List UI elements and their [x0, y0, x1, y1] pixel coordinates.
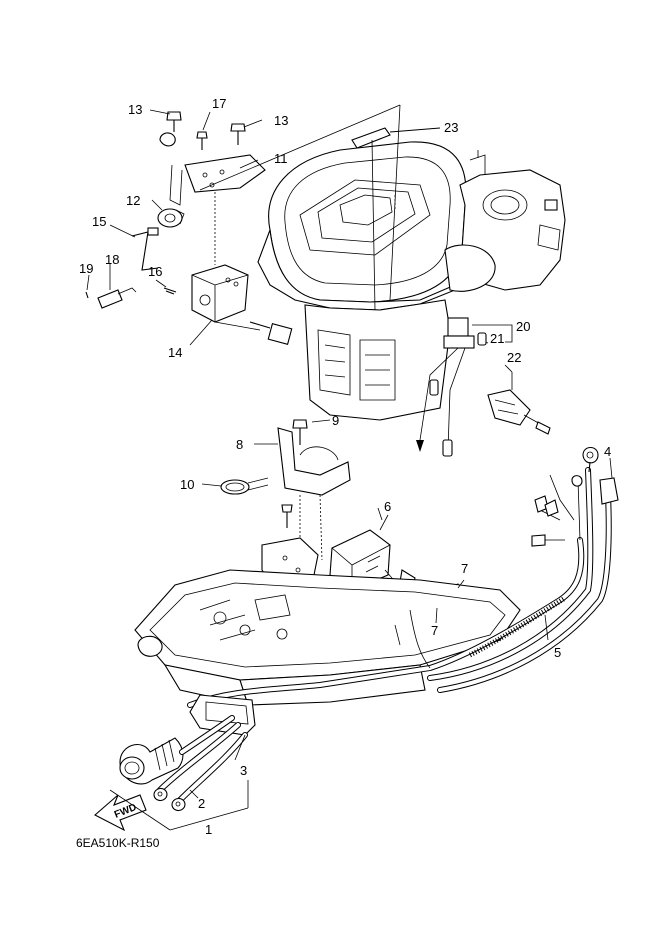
- callout-7-upper: 7: [461, 561, 468, 576]
- callout-6: 6: [384, 499, 391, 514]
- callout-21: 21: [490, 331, 504, 346]
- callout-4: 4: [604, 444, 611, 459]
- part-9-bolt: [292, 419, 308, 445]
- callout-9: 9: [332, 413, 339, 428]
- part-17-screw: [196, 131, 208, 150]
- callout-22: 22: [507, 350, 521, 365]
- part-18-clip: [97, 264, 137, 309]
- callout-13-right: 13: [274, 113, 288, 128]
- part-2-cable: [153, 722, 248, 812]
- part-12-grommet: [157, 208, 185, 228]
- part-19-pin: [85, 291, 89, 299]
- callout-20: 20: [516, 319, 530, 334]
- part-13-bolt-right: [230, 123, 246, 145]
- callout-10: 10: [180, 477, 194, 492]
- callout-2: 2: [198, 796, 205, 811]
- part-3-grommet: [189, 694, 256, 736]
- part-16-pin: [163, 287, 177, 295]
- callout-1: 1: [205, 822, 212, 837]
- callout-3: 3: [240, 763, 247, 778]
- callouts: 1 2 3 4 5 6 7 7 8 9 10 11 12 13 13 14 15…: [79, 96, 611, 837]
- part-10-clamp: [220, 477, 269, 495]
- part-4-battery-cables: [427, 446, 619, 693]
- part-20-relay: [416, 317, 513, 457]
- callout-17: 17: [212, 96, 226, 111]
- callout-16: 16: [148, 264, 162, 279]
- callout-15: 15: [92, 214, 106, 229]
- callout-13-left: 13: [128, 102, 142, 117]
- callout-23: 23: [444, 120, 458, 135]
- engine-block: [257, 141, 566, 421]
- callout-5: 5: [554, 645, 561, 660]
- fwd-arrow: FWD: [94, 794, 147, 832]
- part-5-wire-harness: [187, 474, 585, 708]
- callout-18: 18: [105, 252, 119, 267]
- part-1-connector: [119, 715, 235, 785]
- part-15-rod: [131, 227, 159, 271]
- callout-12: 12: [126, 193, 140, 208]
- part-11-plate: [159, 132, 266, 206]
- callout-7-lower: 7: [431, 623, 438, 638]
- part-13-bolt-left: [166, 111, 182, 132]
- part-21-connector: [477, 332, 487, 346]
- part-14-unit: [191, 192, 293, 345]
- part-22-coil: [487, 372, 551, 435]
- part-23-bracket: [351, 127, 441, 311]
- diagram-reference-code: 6EA510K-R150: [76, 836, 160, 850]
- leader-lines: [86, 104, 613, 831]
- callout-19: 19: [79, 261, 93, 276]
- callout-14: 14: [168, 345, 182, 360]
- callout-11: 11: [274, 151, 288, 166]
- callout-8: 8: [236, 437, 243, 452]
